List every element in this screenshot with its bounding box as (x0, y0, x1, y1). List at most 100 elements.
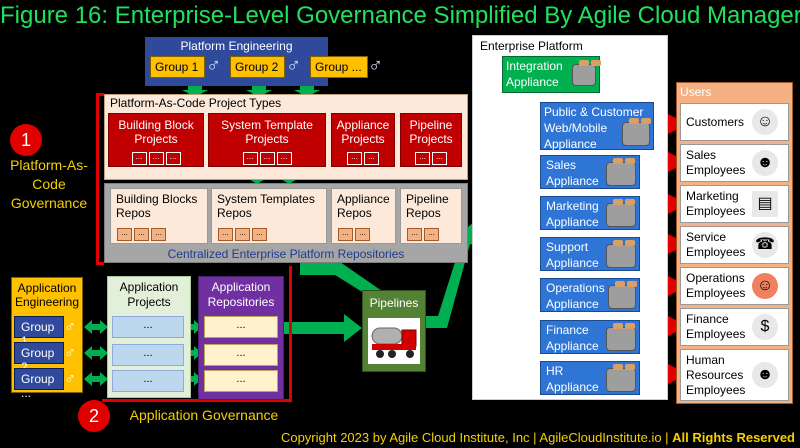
system-templates-repos: System Templates Repos ......... (211, 188, 327, 244)
pipeline-projects: Pipeline Projects ...... (400, 113, 462, 167)
engineer-icon: ♂ (206, 55, 221, 77)
mini-item: ... (338, 228, 353, 241)
project-label: Building Block Projects (118, 118, 194, 146)
sales-employee-icon: ☻ (752, 150, 778, 176)
project-label: System Template Projects (221, 118, 313, 146)
ae-group-1: Group 1 (14, 316, 64, 348)
mini-item: ... (218, 228, 233, 241)
pac-governance-label: Platform-As-Code Governance (10, 157, 88, 211)
user-label: Operations Employees (686, 271, 746, 300)
apprepos-to-pipelines-arrow (284, 314, 362, 342)
platform-engineering-title: Platform Engineering (180, 39, 293, 53)
toaster-icon (606, 364, 636, 392)
pac-governance-bracket (96, 93, 104, 265)
toaster-icon (606, 199, 636, 227)
user-label: Customers (686, 115, 745, 129)
developer-icon: ♂ (64, 345, 76, 362)
appliance-label: HR Appliance (546, 364, 599, 394)
app-project-cell: ... (112, 370, 184, 392)
tanker-truck-icon (368, 318, 420, 364)
engineer-icon: ♂ (368, 55, 383, 77)
repo-label: System Templates Repos (217, 192, 315, 220)
mini-item: ... (415, 152, 430, 165)
system-template-projects: System Template Projects ......... (208, 113, 326, 167)
appliance-label: Finance Appliance (546, 323, 599, 353)
pe-group-more: Group ... (310, 56, 368, 78)
user-label: Marketing Employees (686, 189, 746, 218)
user-label: Human Resources Employees (686, 353, 746, 397)
copyright-rights: All Rights Reserved (672, 430, 795, 445)
pac-governance-number: 1 (10, 124, 42, 156)
repos-caption: Centralized Enterprise Platform Reposito… (167, 247, 405, 261)
user-sales: Sales Employees (680, 144, 789, 182)
building-block-projects: Building Block Projects ......... (108, 113, 204, 167)
mini-item: ... (252, 228, 267, 241)
mini-item: ... (165, 152, 181, 165)
pe-group-2: Group 2 (230, 56, 285, 78)
integration-appliance-label: Integration Appliance (506, 59, 563, 89)
app-project-cell: ... (112, 316, 184, 338)
operations-employee-icon: ☺ (752, 273, 778, 299)
ae-group-more: Group ... (14, 368, 64, 400)
app-repo-cell: ... (204, 316, 278, 338)
mini-item: ... (148, 152, 164, 165)
customers-icon: ☺ (752, 109, 778, 135)
marketing-chart-icon: ▤ (752, 191, 778, 217)
repo-label: Pipeline Repos (406, 192, 449, 220)
toaster-icon (606, 240, 636, 268)
appliance-label: Sales Appliance (546, 158, 599, 188)
appliance-label: Support Appliance (546, 240, 599, 270)
appliance-label: Marketing Appliance (546, 199, 599, 229)
mini-item: ... (242, 152, 258, 165)
app-governance-number: 2 (78, 400, 110, 432)
mini-item: ... (117, 228, 132, 241)
app-repo-cell: ... (204, 370, 278, 392)
mini-item: ... (134, 228, 149, 241)
mini-item: ... (235, 228, 250, 241)
mini-item: ... (276, 152, 292, 165)
enterprise-platform-title: Enterprise Platform (480, 39, 583, 53)
toaster-icon (606, 323, 636, 351)
repo-label: Building Blocks Repos (116, 192, 198, 220)
appliance-repos: Appliance Repos ...... (331, 188, 396, 244)
mini-item: ... (259, 152, 275, 165)
application-projects-title: Application Projects (119, 280, 179, 309)
pipeline-repos: Pipeline Repos ...... (400, 188, 462, 244)
app-governance-label: Application Governance (129, 407, 279, 423)
mini-item: ... (432, 152, 447, 165)
app-repo-cell: ... (204, 344, 278, 366)
project-label: Pipeline Projects (409, 118, 453, 146)
appliance-label: Operations Appliance (546, 281, 605, 311)
project-label: Appliance Projects (336, 118, 390, 146)
toaster-icon (572, 60, 601, 86)
copyright-text: Copyright 2023 by Agile Cloud Institute,… (280, 430, 673, 445)
user-label: Finance Employees (686, 312, 746, 341)
mini-item: ... (151, 228, 166, 241)
mini-item: ... (131, 152, 147, 165)
mini-item: ... (407, 228, 422, 241)
copyright-footer: Copyright 2023 by Agile Cloud Institute,… (0, 430, 795, 445)
ae-group-2: Group 2 (14, 342, 64, 374)
mini-item: ... (347, 152, 362, 165)
toaster-icon (622, 118, 651, 146)
pipelines-title: Pipelines (369, 296, 419, 310)
users-title: Users (680, 85, 712, 99)
mini-item: ... (355, 228, 370, 241)
appliance-label: Public & Customer Web/Mobile Appliance (544, 105, 644, 151)
user-operations: Operations Employees (680, 267, 789, 305)
user-label: Sales Employees (686, 148, 746, 177)
toaster-icon (608, 281, 637, 309)
application-repositories-title: Application Repositories (207, 280, 275, 309)
repo-label: Appliance Repos (337, 192, 390, 220)
app-project-cell: ... (112, 344, 184, 366)
application-engineering-title: Application Engineering (14, 281, 80, 309)
finance-employee-icon: $ (752, 314, 778, 340)
user-label: Service Employees (686, 230, 746, 259)
pe-group-1: Group 1 (150, 56, 205, 78)
developer-icon: ♂ (64, 319, 76, 336)
hr-employees-icon: ☻ (752, 362, 778, 388)
pac-project-types-title: Platform-As-Code Project Types (110, 96, 282, 110)
mini-item: ... (424, 228, 439, 241)
service-employee-icon: ☎ (752, 232, 778, 258)
app-governance-bracket (102, 266, 292, 402)
